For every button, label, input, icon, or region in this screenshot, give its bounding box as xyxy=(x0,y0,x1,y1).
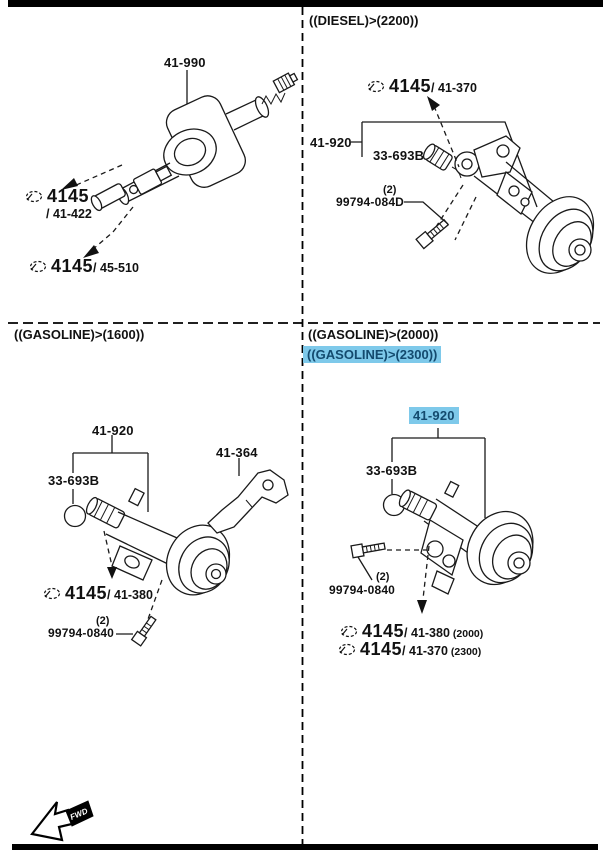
cross-ref-code: 4145 xyxy=(51,256,94,276)
cross-ref-sub: / 41-422 xyxy=(46,207,92,221)
cross-reference-icon xyxy=(339,625,360,638)
cross-ref-sub: / 41-370 xyxy=(402,644,448,658)
cross-reference-icon xyxy=(337,643,358,656)
section-header-gasoline-2000: ((GASOLINE)>(2000)) xyxy=(308,327,439,342)
cross-ref-code: 4145 xyxy=(389,76,432,96)
cross-ref-sub: / 45-510 xyxy=(93,261,139,275)
part-callout-99794-0840[interactable]: 99794-0840 xyxy=(48,626,115,640)
cross-ref-4145-41-370-2300[interactable]: 4145 / 41-370 (2300) xyxy=(337,639,481,660)
part-callout-41-364[interactable]: 41-364 xyxy=(216,445,258,460)
part-callout-41-920-highlighted[interactable]: 41-920 xyxy=(409,407,459,424)
cross-ref-4145-41-380[interactable]: 4145 / 41-380 xyxy=(42,583,153,604)
cross-ref-4145-45-510[interactable]: 4145 / 45-510 xyxy=(28,256,139,277)
cross-ref-sub: / 41-370 xyxy=(431,81,477,95)
part-callout-41-920[interactable]: 41-920 xyxy=(310,135,352,150)
clutch-master-cylinder-illustration xyxy=(61,70,299,258)
bolt-quantity: (2) xyxy=(376,571,390,583)
cross-reference-icon xyxy=(42,587,63,600)
cross-ref-variant: (2000) xyxy=(452,628,484,640)
cross-ref-sub: / 41-380 xyxy=(404,626,450,640)
bolt-quantity: (2) xyxy=(96,615,110,627)
cross-ref-4145-41-380-2000[interactable]: 4145 / 41-380 (2000) xyxy=(339,621,483,642)
cross-reference-icon xyxy=(366,80,387,93)
section-header-gasoline-1600: ((GASOLINE)>(1600)) xyxy=(14,327,145,342)
cross-ref-code: 4145 xyxy=(65,583,108,603)
page-border-top xyxy=(8,0,603,7)
cross-reference-icon xyxy=(24,190,45,203)
section-header-gasoline-2300-highlighted[interactable]: ((GASOLINE)>(2300)) xyxy=(303,346,442,363)
cross-ref-variant: (2300) xyxy=(450,646,482,658)
fwd-direction-arrow: FWD xyxy=(30,800,94,842)
cross-ref-sub: / 41-380 xyxy=(107,588,153,602)
section-header-diesel-2200: ((DIESEL)>(2200)) xyxy=(309,13,419,28)
cross-ref-code: 4145 xyxy=(47,186,90,206)
cross-ref-4145-41-370[interactable]: 4145 / 41-370 xyxy=(366,76,477,97)
part-callout-33-693B[interactable]: 33-693B xyxy=(373,148,425,163)
cross-ref-code: 4145 xyxy=(362,621,405,641)
part-callout-99794-084D[interactable]: 99794-084D xyxy=(336,195,405,209)
part-callout-33-693B[interactable]: 33-693B xyxy=(48,473,100,488)
cross-ref-4145-41-422[interactable]: 4145 / 41-422 xyxy=(24,186,92,221)
part-callout-33-693B[interactable]: 33-693B xyxy=(366,463,418,478)
cross-ref-code: 4145 xyxy=(360,639,403,659)
part-callout-41-990[interactable]: 41-990 xyxy=(164,55,206,70)
part-callout-99794-0840[interactable]: 99794-0840 xyxy=(329,583,396,597)
part-callout-41-920[interactable]: 41-920 xyxy=(92,423,134,438)
page-border-bottom xyxy=(12,844,598,850)
fwd-label: FWD xyxy=(69,806,89,821)
cross-reference-icon xyxy=(28,260,49,273)
